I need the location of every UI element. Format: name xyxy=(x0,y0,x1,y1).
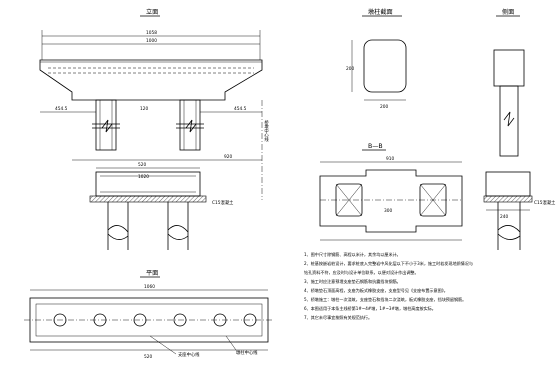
dim-top-1: 1058 xyxy=(146,30,157,36)
pier-column-right xyxy=(179,99,201,151)
side-footing xyxy=(485,171,531,197)
note-8: 7、其它未尽事宜按照有关规范执行。 xyxy=(304,314,372,320)
label-pier-center: 桥墩中心线 xyxy=(264,119,269,142)
dim-side-w: 240 xyxy=(500,214,508,220)
cap-beam xyxy=(39,59,263,101)
dim-pier-sec-h: 200 xyxy=(346,66,354,72)
section-bb-title: B—B xyxy=(368,143,383,150)
piles xyxy=(107,202,189,250)
dim-bb-total: 910 xyxy=(386,156,394,162)
note-3: 钻孔资料不符，应及时与设计单位联系，以便对设计作出调整。 xyxy=(304,269,419,275)
section-bb-outline xyxy=(319,169,463,233)
dim-mid-right: 454.5 xyxy=(234,106,247,112)
dim-cap-width: 920 xyxy=(224,154,232,160)
dim-footing-b: 1020 xyxy=(138,174,149,180)
note-1: 1、图中尺寸除钢筋、高程以米计，其余均以厘米计。 xyxy=(304,251,401,257)
note-7: 6、本图适用于本条主线桥第1#~4#墩，1#~3#墩，墩柱高度按实际。 xyxy=(304,305,436,311)
note-6: 5、桥墩施工：墩柱一次浇筑，支座垫石和挡块二次浇筑，板式橡胶支座，挡块预留钢筋。 xyxy=(304,296,466,302)
c15-concrete-layer xyxy=(89,195,207,203)
elevation-view: 立面 1058 1000 454.5 454.5 120 桥墩中心线 9 xyxy=(39,8,269,250)
label-pier-center-plan: 墩柱中心线 xyxy=(236,349,258,356)
pier-section-shape xyxy=(363,39,407,93)
elevation-title: 立面 xyxy=(146,8,158,16)
notes-block: 1、图中尺寸除钢筋、高程以米计，其余均以厘米计。 2、桩基按嵌岩桩设计，要求桩底… xyxy=(304,251,473,320)
dim-plan-total: 1060 xyxy=(144,284,155,290)
dim-bb-mid: 300 xyxy=(384,208,392,214)
side-pile xyxy=(497,202,521,250)
side-column xyxy=(499,85,519,157)
note-5: 4、桥墩垫石顶面高程，支座为板式橡胶支座，支座型号见《支座布置示意图》。 xyxy=(304,287,448,293)
side-view-title: 侧面 xyxy=(502,8,514,16)
label-c15-right: C15混凝土 xyxy=(534,199,556,206)
plan-title: 平面 xyxy=(146,270,158,277)
dim-mid-left: 454.5 xyxy=(55,106,68,112)
plan-view: 平面 1060 520 支座中心线 墩柱中心线 xyxy=(24,270,274,360)
note-2: 2、桩基按嵌岩桩设计，要求桩底入完整岩中风化层以下不小于3米，施工时若发现地质情… xyxy=(304,260,473,266)
dim-pier-sec-w: 200 xyxy=(380,104,388,110)
dim-mid-center: 120 xyxy=(140,106,148,112)
section-bb-view: B—B 910 300 xyxy=(319,143,463,241)
pier-column-left xyxy=(95,99,117,151)
pier-section-view: 墩柱截面 200 200 xyxy=(346,8,407,110)
pier-section-title: 墩柱截面 xyxy=(368,8,393,16)
dim-plan-2: 520 xyxy=(144,354,152,360)
dim-footing: 520 xyxy=(138,162,146,168)
side-cap xyxy=(493,49,525,87)
plan-piles xyxy=(53,313,257,327)
label-c15-left: C15混凝土 xyxy=(212,199,234,206)
side-view: 侧面 C15混凝土 240 xyxy=(483,8,556,250)
dim-top-2: 1000 xyxy=(146,38,157,44)
label-support-center: 支座中心线 xyxy=(178,351,200,358)
note-4: 3、施工时应注意预埋支座垫石钢筋和抗震挡块钢筋。 xyxy=(304,278,401,284)
